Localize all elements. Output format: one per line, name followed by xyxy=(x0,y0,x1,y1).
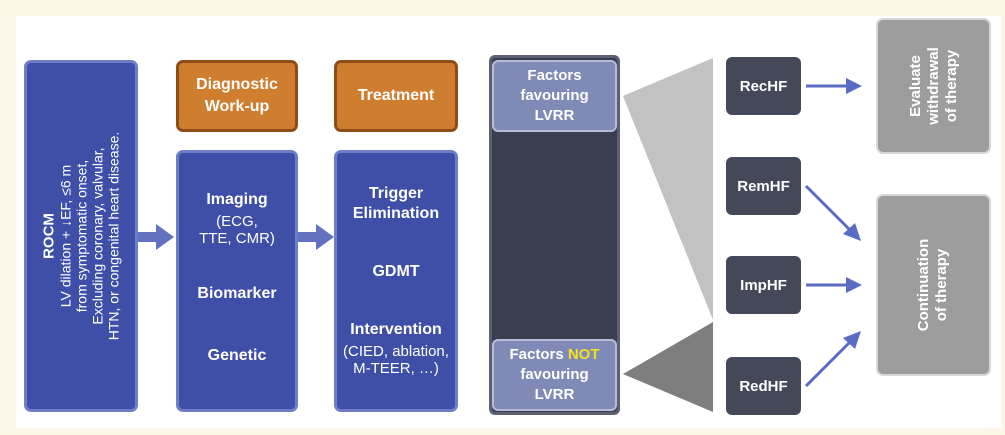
treatment-box: Trigger Elimination GDMT Intervention (C… xyxy=(334,150,458,412)
favouring-line-1: Factors xyxy=(527,67,582,84)
rocm-title: ROCM xyxy=(40,213,57,259)
remhf-box: RemHF xyxy=(726,157,801,215)
imphf-box: ImpHF xyxy=(726,256,801,314)
imaging-detail-1: (ECG, xyxy=(216,213,258,230)
not-favouring-line-3: LVRR xyxy=(534,386,575,403)
rechf-box: RecHF xyxy=(726,57,801,115)
rocm-line-4: HTN, or congenital heart disease. xyxy=(105,131,121,341)
rechf-label: RecHF xyxy=(739,77,788,95)
diagnostic-header: Diagnostic Work-up xyxy=(176,60,298,132)
intervention-detail-1: (CIED, ablation, xyxy=(343,343,449,360)
arrow-redhf-line xyxy=(804,338,854,388)
factors-not-favouring-box: Factors NOT favouring LVRR xyxy=(492,339,617,411)
not-favouring-line-2: favouring xyxy=(520,366,589,383)
treatment-header: Treatment xyxy=(334,60,458,132)
not-favouring-prefix: Factors xyxy=(509,346,568,363)
biomarker-label: Biomarker xyxy=(197,285,277,302)
factors-favouring-box: Factors favouring LVRR xyxy=(492,60,617,132)
rocm-line-1: LV dilation + ↓EF, ≤6 m xyxy=(57,164,73,308)
trigger-line-1: Trigger xyxy=(368,185,424,202)
diagnostic-header-line-2: Work-up xyxy=(204,98,270,115)
evaluate-line-3: of therapy xyxy=(942,49,960,123)
arrow-rocm-to-diagnostic xyxy=(138,224,174,250)
arrow-imphf-head xyxy=(846,277,862,293)
trigger-line-2: Elimination xyxy=(352,205,440,222)
rocm-box: ROCM LV dilation + ↓EF, ≤6 m from sympto… xyxy=(24,60,138,412)
remhf-label: RemHF xyxy=(737,177,790,195)
favouring-line-3: LVRR xyxy=(534,107,575,124)
evaluate-line-2: withdrawal xyxy=(924,47,942,125)
arrow-rechf-head xyxy=(846,78,862,94)
imaging-detail-2: TTE, CMR) xyxy=(199,230,275,247)
favouring-line-2: favouring xyxy=(520,87,589,104)
imaging-label: Imaging xyxy=(206,191,268,208)
genetic-label: Genetic xyxy=(207,347,267,364)
intervention-label: Intervention xyxy=(350,321,442,338)
continuation-line-2: of therapy xyxy=(933,248,951,322)
rocm-line-3: Excluding coronary, valvular, xyxy=(89,147,105,325)
gdmt-label: GDMT xyxy=(372,263,420,280)
not-highlight: NOT xyxy=(567,346,600,363)
evaluate-withdrawal-box: Evaluate withdrawal of therapy xyxy=(876,18,991,154)
rocm-line-2: from symptomatic onset, xyxy=(73,159,89,313)
arrow-remhf-head xyxy=(843,223,861,241)
imphf-label: ImpHF xyxy=(740,276,787,294)
continuation-box: Continuation of therapy xyxy=(876,194,991,376)
redhf-box: RedHF xyxy=(726,357,801,415)
evaluate-line-1: Evaluate xyxy=(906,55,924,117)
arrow-redhf-head xyxy=(843,331,861,349)
treatment-header-label: Treatment xyxy=(357,87,435,104)
arrow-remhf-line xyxy=(804,184,854,234)
diagnostic-box: Imaging (ECG, TTE, CMR) Biomarker Geneti… xyxy=(176,150,298,412)
intervention-detail-2: M-TEER, …) xyxy=(353,360,439,377)
continuation-line-1: Continuation xyxy=(915,238,933,332)
not-favouring-funnel xyxy=(623,322,713,412)
favouring-funnel xyxy=(623,58,713,320)
redhf-label: RedHF xyxy=(739,377,788,395)
arrow-diagnostic-to-treatment xyxy=(298,224,334,250)
diagnostic-header-line-1: Diagnostic xyxy=(196,76,278,93)
